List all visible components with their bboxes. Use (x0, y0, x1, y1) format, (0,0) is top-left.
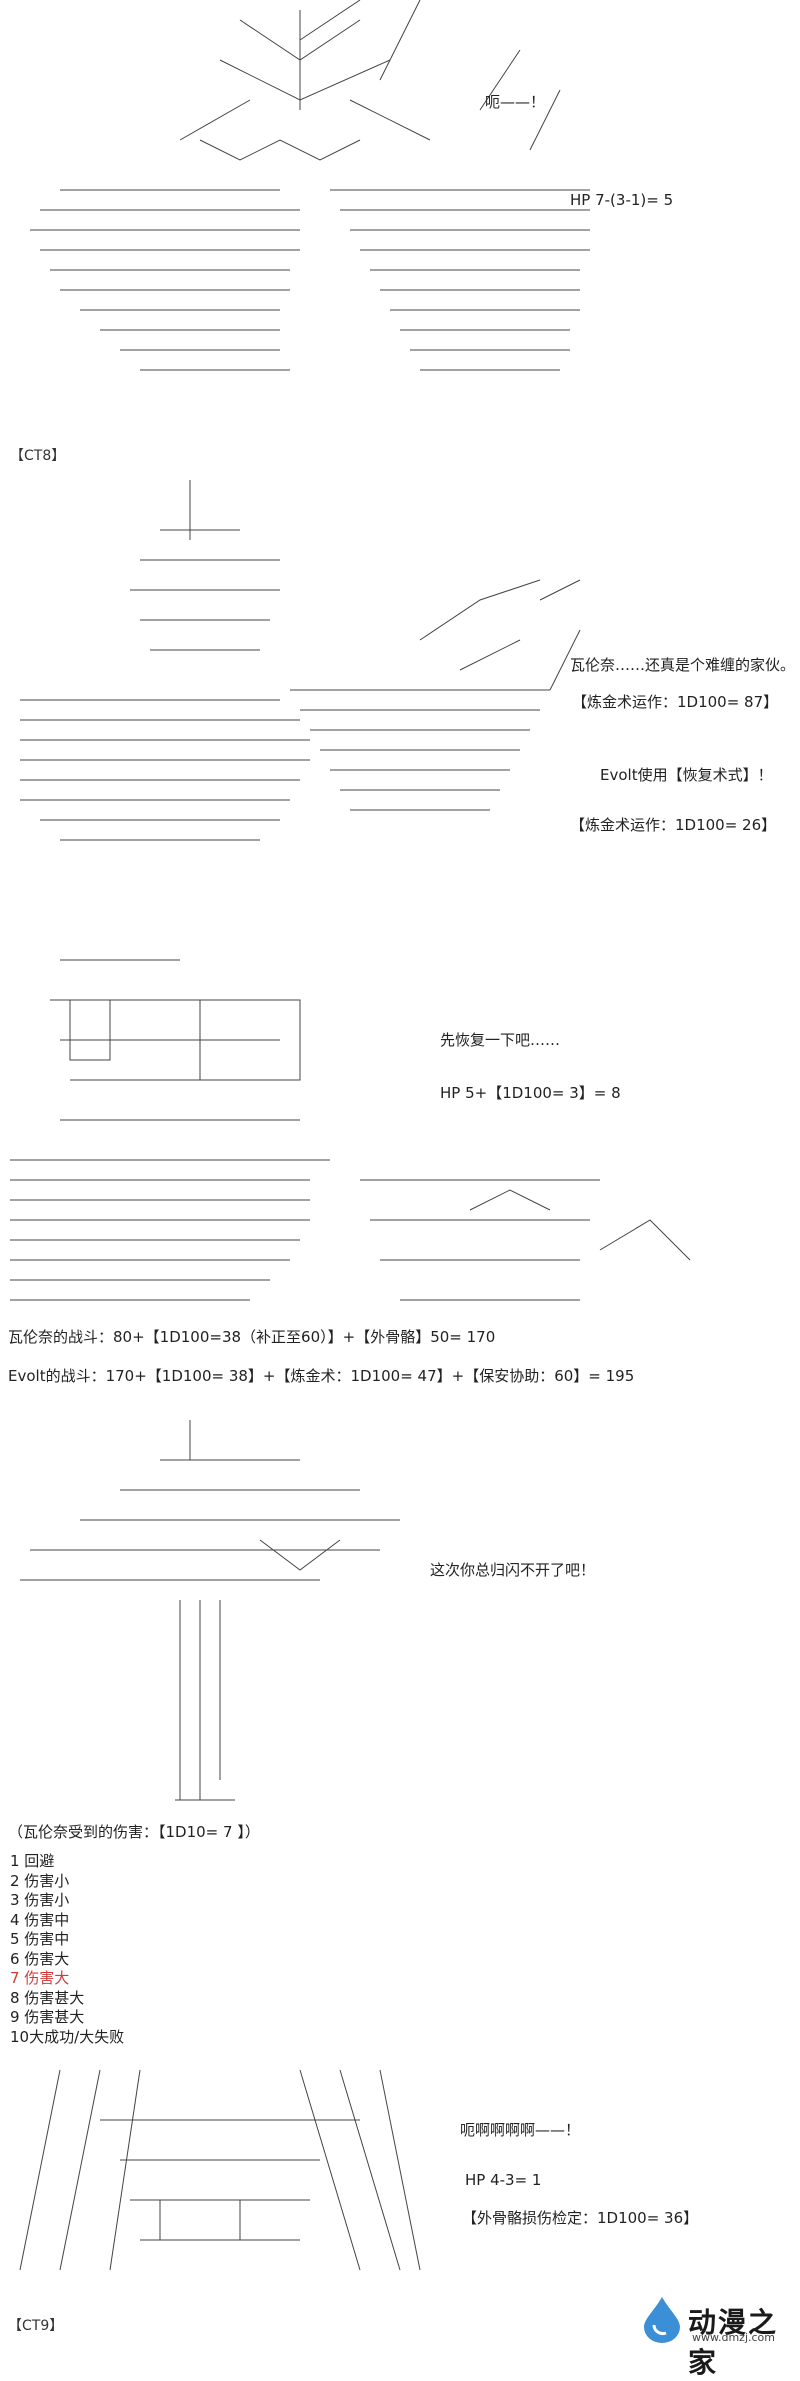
panel2-skill: Evolt使用【恢复术式】！ (600, 766, 773, 784)
paint-drop-logo-icon (644, 2297, 680, 2343)
damage-item: 4 伤害中 (10, 1910, 70, 1929)
logo-url: www.dmzj.com (692, 2331, 775, 2344)
ascii-art-figure-5 (19, 2069, 421, 2271)
panel5-ct: 【CT9】 (8, 2318, 64, 2334)
site-logo: 动漫之家 www.dmzj.com (640, 2295, 800, 2379)
panel5-shout: 呃啊啊啊啊——！ (460, 2121, 581, 2139)
ascii-art-figure-3 (10, 959, 691, 1301)
panel1-hp: HP 7-(3-1)= 5 (570, 191, 674, 209)
damage-item: 2 伤害小 (10, 1871, 70, 1890)
damage-list: 1 回避 2 伤害小 3 伤害小 4 伤害中 5 伤害中 6 伤害大 7 伤害大… (10, 1852, 124, 2047)
panel2-line1: 瓦伦奈……还真是个难缠的家伙。 (570, 656, 796, 674)
ascii-art-panel-3 (0, 920, 800, 1330)
ascii-art-panel-4 (0, 1400, 800, 1840)
damage-item: 10大成功/大失败 (10, 2027, 125, 2046)
ascii-art-panel-2 (0, 470, 800, 880)
ascii-art-figure-2 (20, 480, 581, 841)
panel3-line1: 先恢复一下吧…… (440, 1031, 561, 1049)
damage-item: 8 伤害甚大 (10, 1988, 85, 2007)
panel2-roll2: 【炼金术运作：1D100= 26】 (570, 816, 777, 834)
ascii-art-figure-1 (30, 0, 590, 371)
panel2-roll1: 【炼金术运作：1D100= 87】 (572, 693, 779, 711)
panel1-shout: 呃——！ (485, 93, 546, 111)
panel3-battle1: 瓦伦奈的战斗：80+【1D100=38（补正至60）】+【外骨骼】50= 170 (8, 1328, 496, 1346)
panel3-battle2: Evolt的战斗：170+【1D100= 38】+【炼金术：1D100= 47】… (8, 1367, 635, 1385)
panel3-hp: HP 5+【1D100= 3】= 8 (440, 1084, 621, 1102)
ascii-art-panel-1 (0, 0, 800, 450)
panel5-roll: 【外骨骼损伤检定：1D100= 36】 (462, 2209, 699, 2227)
damage-header: （瓦伦奈受到的伤害：【1D10= 7 】） (8, 1823, 260, 1841)
panel5-hp: HP 4-3= 1 (465, 2171, 542, 2189)
panel4-line1: 这次你总归闪不开了吧！ (430, 1561, 596, 1579)
damage-item: 3 伤害小 (10, 1891, 70, 1909)
panel1-ct: 【CT8】 (10, 448, 66, 464)
damage-item: 1 回避 (10, 1852, 55, 1870)
damage-item: 5 伤害中 (10, 1930, 70, 1948)
ascii-art-figure-4 (20, 1420, 400, 1801)
damage-item: 9 伤害甚大 (10, 2008, 85, 2026)
damage-item: 6 伤害大 (10, 1949, 70, 1968)
damage-item-highlighted: 7 伤害大 (10, 1969, 70, 1987)
ascii-art-panel-5 (0, 2060, 800, 2300)
